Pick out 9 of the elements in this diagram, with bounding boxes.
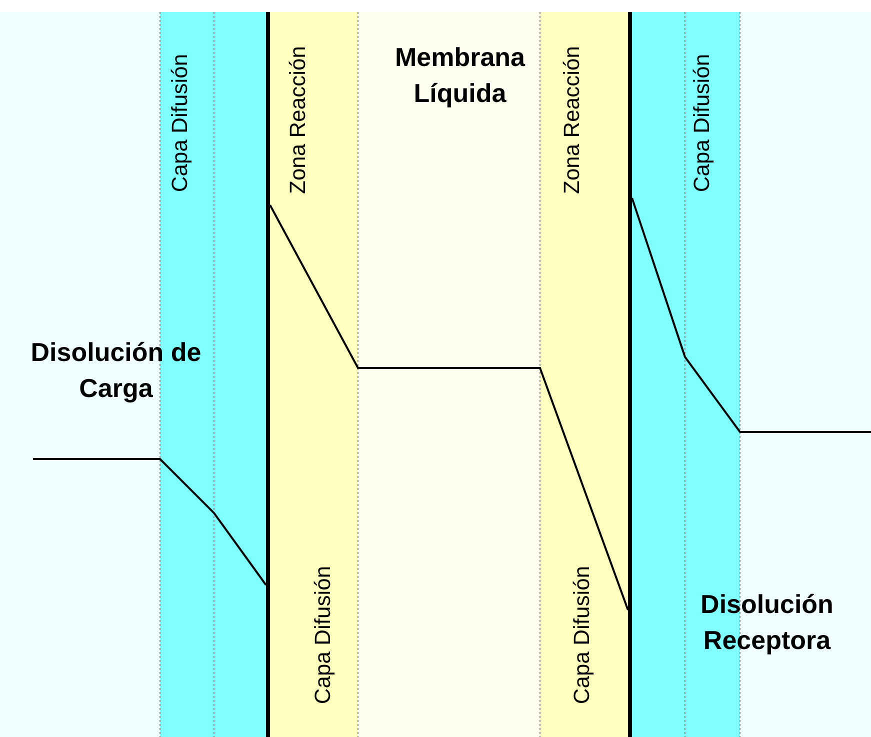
region-heading: Disolución Receptora: [700, 588, 834, 657]
region-heading: Disolución de Carga: [30, 336, 202, 405]
zone-label: Zona Reacción: [559, 46, 585, 194]
region-heading: Membrana Líquida: [394, 41, 526, 110]
layer-label: Capa Difusión: [167, 54, 193, 192]
layer-label: Capa Difusión: [689, 54, 715, 192]
zone-label: Zona Reacción: [285, 46, 311, 194]
layer-label: Capa Difusión: [569, 566, 595, 704]
layer-label: Capa Difusión: [310, 566, 336, 704]
